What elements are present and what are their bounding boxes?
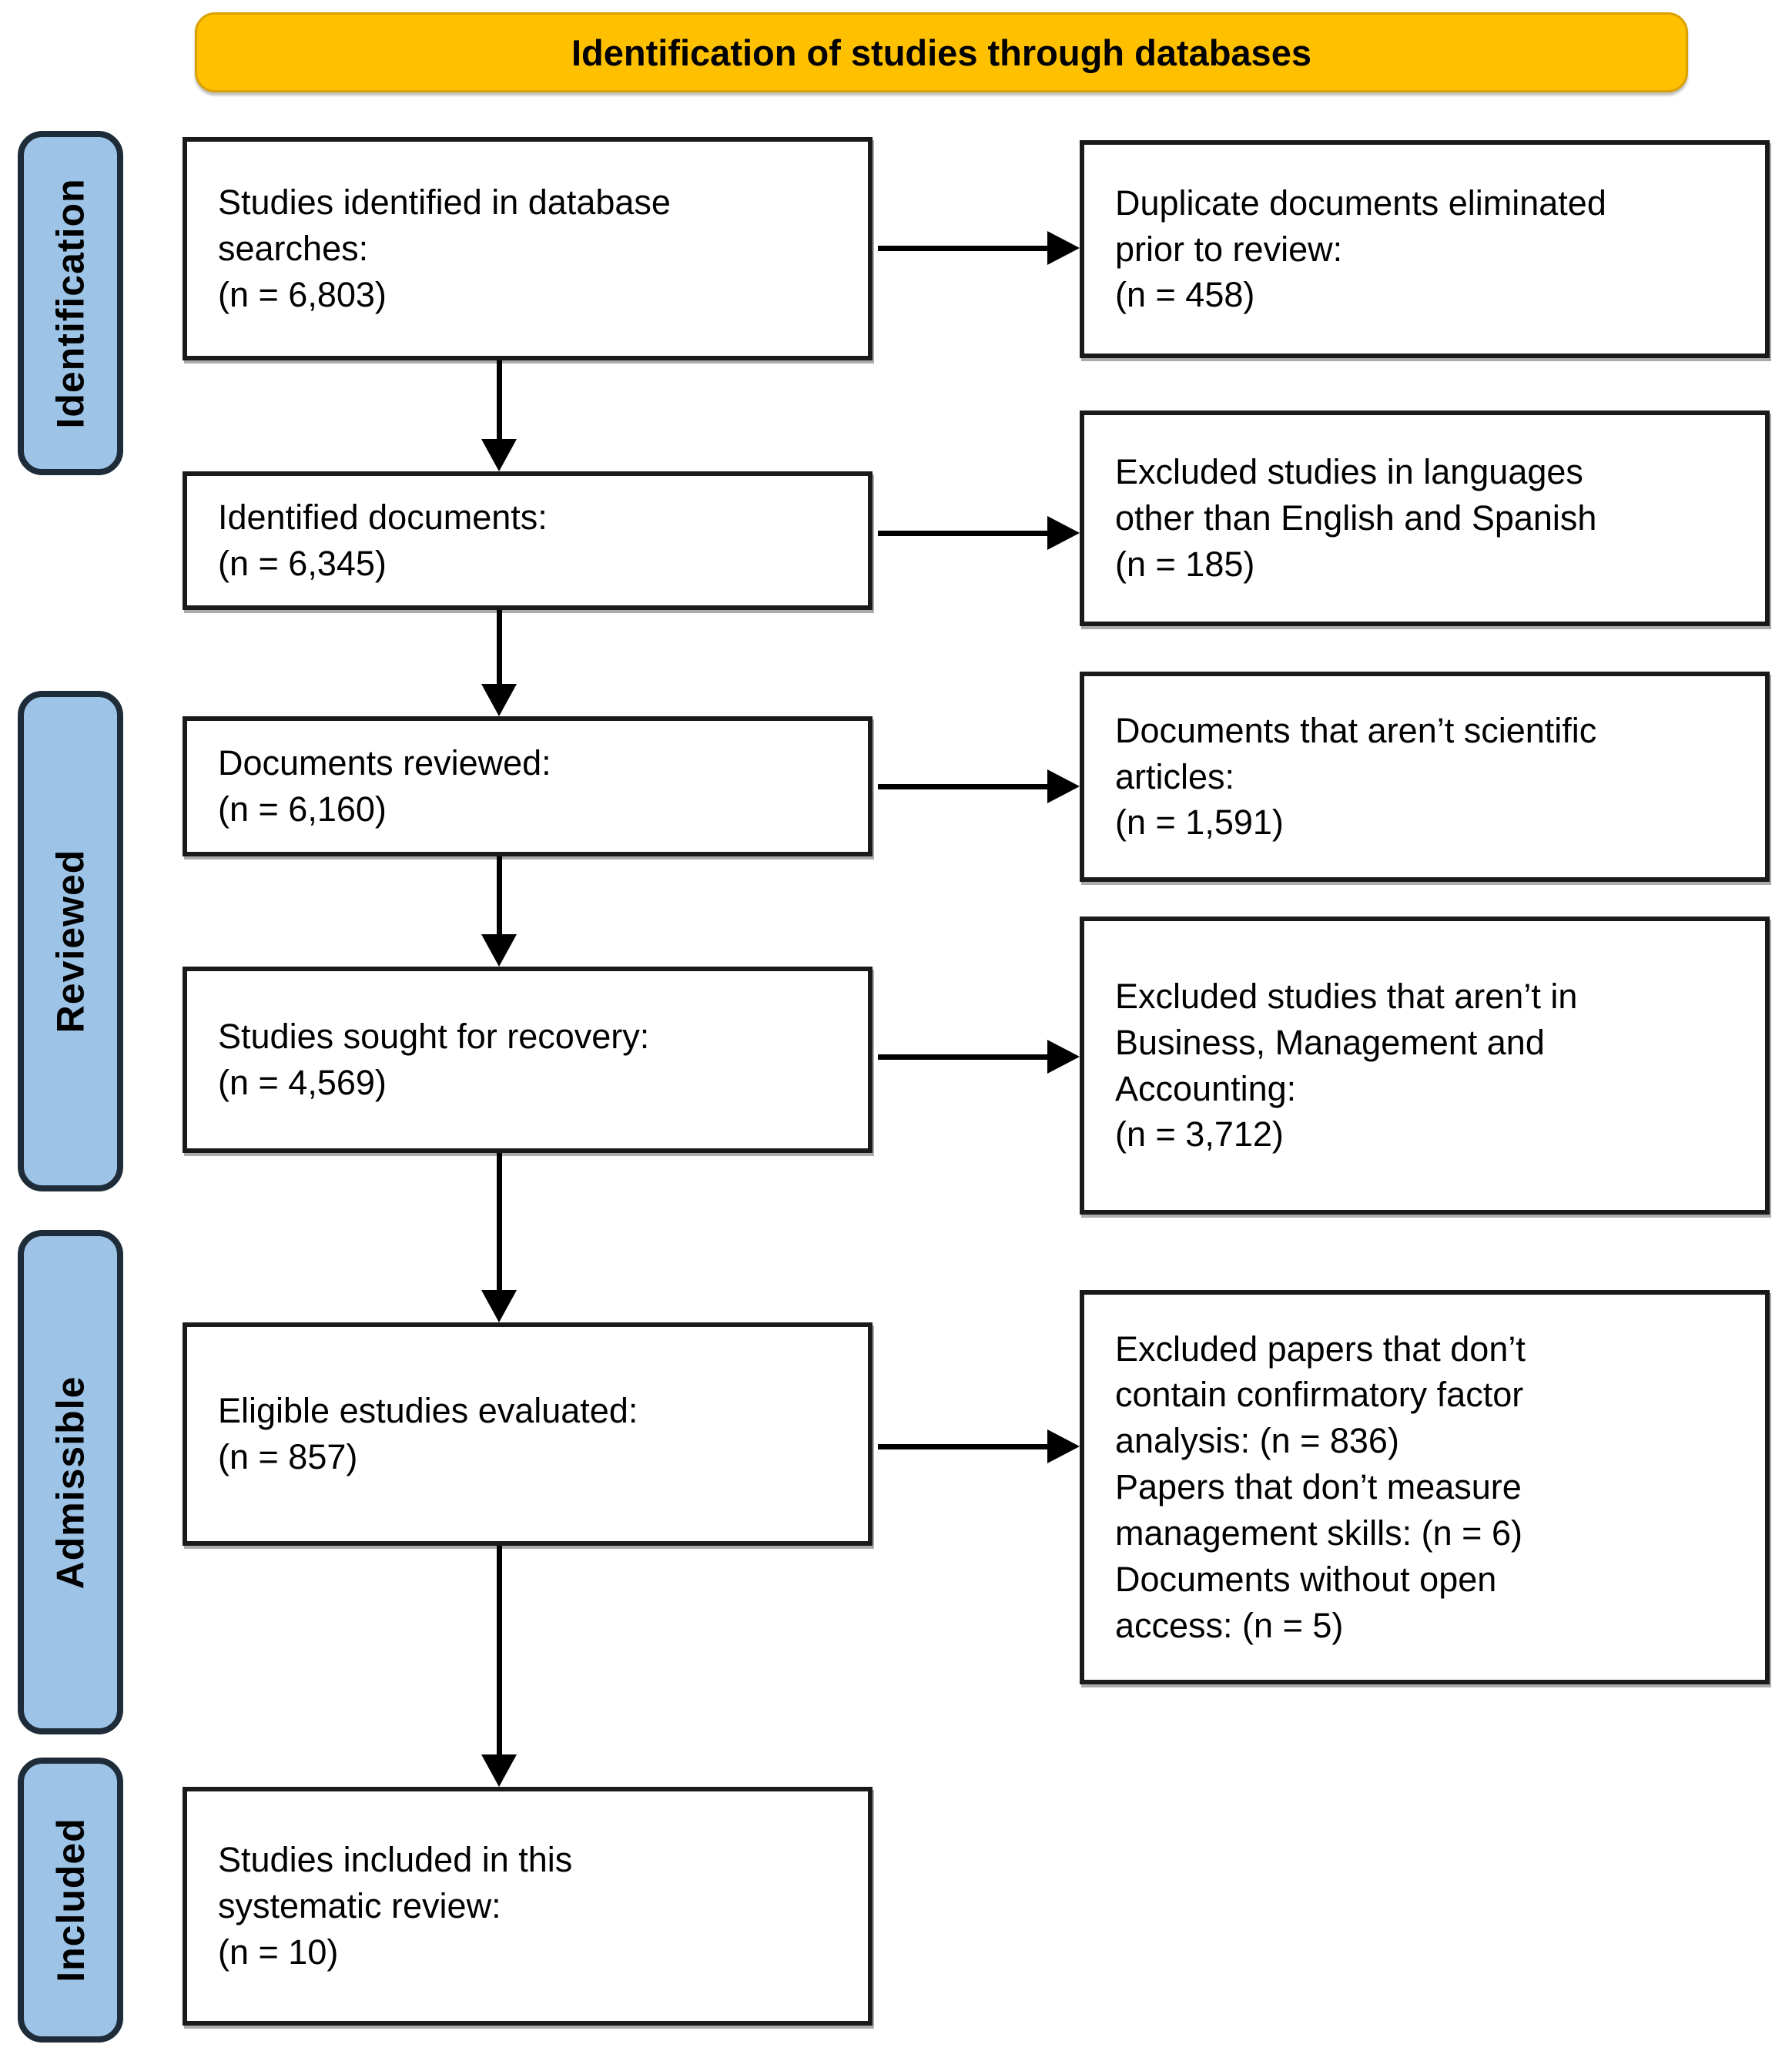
header-title: Identification of studies through databa… [571, 32, 1311, 73]
arrow-right-1-head [1047, 231, 1080, 265]
flow-box-sought-recovery: Studies sought for recovery: (n = 4,569) [183, 967, 873, 1153]
arrow-right-3-head [1047, 769, 1080, 803]
exclusion-box-duplicates-text: Duplicate documents eliminated prior to … [1115, 183, 1606, 315]
flow-box-identified-documents: Identified documents: (n = 6,345) [183, 471, 873, 610]
arrow-right-2-head [1047, 516, 1080, 550]
arrow-right-5-line [878, 1444, 1052, 1449]
flow-box-identified-searches-text: Studies identified in database searches:… [218, 183, 671, 314]
exclusion-box-languages: Excluded studies in languages other than… [1080, 411, 1770, 626]
stage-admissible: Admissible [18, 1230, 123, 1734]
arrow-right-2-line [878, 531, 1052, 536]
stage-included: Included [18, 1758, 123, 2043]
stage-reviewed-label: Reviewed [49, 849, 92, 1034]
header-banner: Identification of studies through databa… [195, 12, 1688, 92]
flow-box-documents-reviewed-text: Documents reviewed: (n = 6,160) [218, 743, 551, 829]
exclusion-box-languages-text: Excluded studies in languages other than… [1115, 452, 1597, 584]
arrow-right-4-line [878, 1054, 1052, 1060]
arrow-down-2-head [481, 684, 517, 716]
arrow-right-4-head [1047, 1040, 1080, 1074]
stage-included-label: Included [49, 1818, 92, 1982]
flow-box-included-review-text: Studies included in this systematic revi… [218, 1840, 573, 1972]
arrow-down-4-head [481, 1290, 517, 1322]
exclusion-box-not-business-text: Excluded studies that aren’t in Business… [1115, 976, 1578, 1154]
exclusion-box-duplicates: Duplicate documents eliminated prior to … [1080, 140, 1770, 358]
arrow-down-4-line [497, 1153, 502, 1293]
arrow-down-5-line [497, 1546, 502, 1758]
exclusion-box-not-articles: Documents that aren’t scientific article… [1080, 672, 1770, 882]
flow-box-identified-searches: Studies identified in database searches:… [183, 137, 873, 360]
flow-box-included-review: Studies included in this systematic revi… [183, 1787, 873, 2026]
arrow-right-5-head [1047, 1429, 1080, 1463]
arrow-right-1-line [878, 246, 1052, 251]
exclusion-box-no-cfa-open-access: Excluded papers that don’t contain confi… [1080, 1290, 1770, 1684]
arrow-down-5-head [481, 1754, 517, 1787]
arrow-down-3-head [481, 934, 517, 967]
exclusion-box-no-cfa-open-access-text: Excluded papers that don’t contain confi… [1115, 1329, 1526, 1645]
stage-admissible-label: Admissible [49, 1376, 92, 1589]
exclusion-box-not-articles-text: Documents that aren’t scientific article… [1115, 710, 1597, 843]
stage-reviewed: Reviewed [18, 691, 123, 1191]
flow-box-identified-documents-text: Identified documents: (n = 6,345) [218, 498, 548, 583]
arrow-down-1-line [497, 360, 502, 442]
arrow-right-3-line [878, 784, 1052, 789]
stage-identification-label: Identification [49, 177, 92, 429]
arrow-down-3-line [497, 856, 502, 937]
exclusion-box-not-business: Excluded studies that aren’t in Business… [1080, 917, 1770, 1215]
arrow-down-1-head [481, 439, 517, 471]
flow-box-sought-recovery-text: Studies sought for recovery: (n = 4,569) [218, 1017, 650, 1102]
stage-identification: Identification [18, 131, 123, 475]
flow-box-documents-reviewed: Documents reviewed: (n = 6,160) [183, 716, 873, 856]
flow-box-eligible-evaluated-text: Eligible estudies evaluated: (n = 857) [218, 1391, 638, 1476]
arrow-down-2-line [497, 610, 502, 687]
flow-box-eligible-evaluated: Eligible estudies evaluated: (n = 857) [183, 1322, 873, 1546]
